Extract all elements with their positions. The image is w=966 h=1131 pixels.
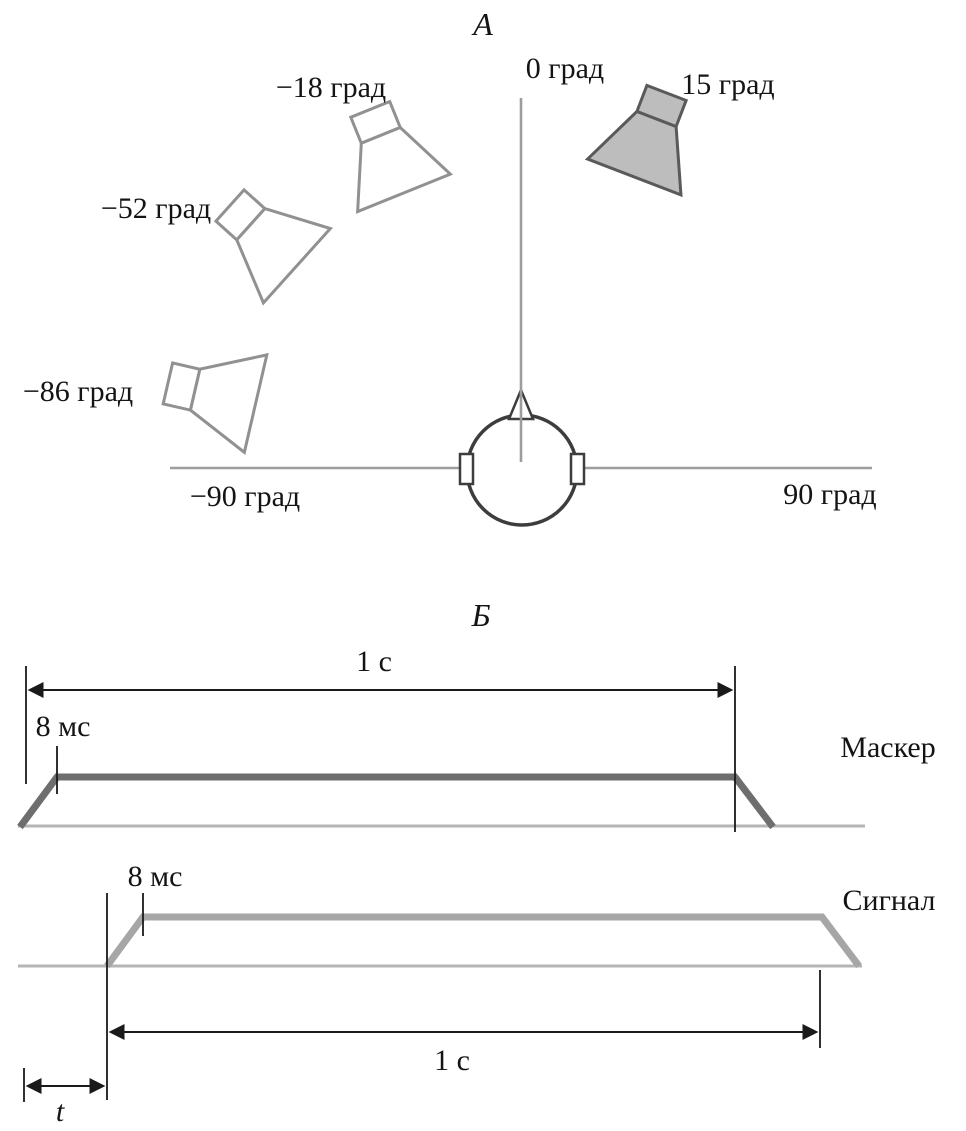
signal-ramp-label: 8 мс xyxy=(127,860,183,893)
masker-ramp-label: 8 мс xyxy=(35,710,91,743)
speaker-icon-minus52deg xyxy=(195,166,332,305)
right-ear xyxy=(569,452,586,486)
masker-envelope xyxy=(17,773,776,830)
masker-name-label: Маскер xyxy=(840,731,936,764)
axis-label-90deg: 90 град xyxy=(783,478,877,511)
speaker-icon-minus18deg xyxy=(322,89,452,214)
axis-label-minus90deg: −90 град xyxy=(189,480,301,513)
left-ear xyxy=(458,452,475,486)
speaker-label-15deg: 15 град xyxy=(681,68,775,101)
signal-name-label: Сигнал xyxy=(842,884,936,917)
signal-duration-label: 1 с xyxy=(434,1044,470,1077)
signal-envelope xyxy=(104,913,862,969)
delay-label: t xyxy=(55,1095,65,1128)
masker-duration-label: 1 с xyxy=(356,645,392,678)
panel-a-graphics xyxy=(155,73,872,527)
axis-label-0deg: 0 град xyxy=(525,52,605,85)
speaker-icon-minus86deg xyxy=(155,333,269,454)
speaker-label-minus18deg: −18 град xyxy=(275,71,387,104)
speaker-label-minus86deg: −86 град xyxy=(22,375,134,408)
panel-b-title: Б xyxy=(471,597,491,633)
panel-b-graphics xyxy=(17,666,865,1102)
speaker-label-minus52deg: −52 град xyxy=(100,192,212,225)
panel-a-title: А xyxy=(473,6,493,42)
